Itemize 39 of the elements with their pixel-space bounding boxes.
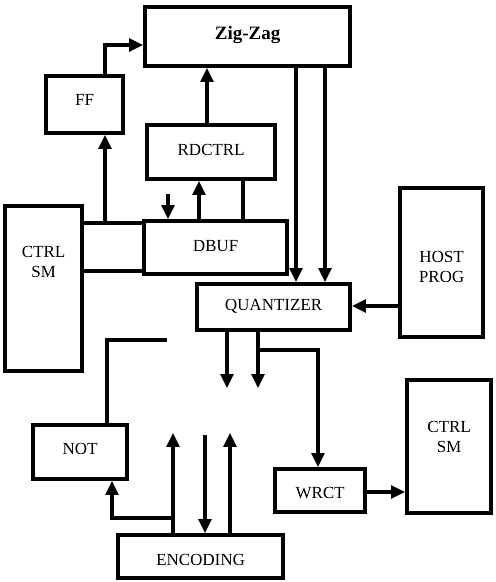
process-block bbox=[142, 219, 289, 276]
connector-line bbox=[84, 269, 142, 273]
process-block bbox=[398, 186, 485, 339]
block-label: CTRL SM bbox=[20, 242, 66, 282]
process-block bbox=[44, 74, 125, 135]
block-label: WRCT bbox=[295, 483, 345, 503]
process-block bbox=[116, 533, 285, 580]
connector-line bbox=[105, 338, 167, 423]
block-label: CTRL SM bbox=[426, 417, 472, 457]
block-label: DBUF bbox=[192, 236, 238, 256]
arrow bbox=[200, 68, 214, 123]
connector-line bbox=[241, 181, 245, 219]
block-label: NOT bbox=[62, 439, 98, 459]
block-label: QUANTIZER bbox=[224, 295, 322, 315]
process-block bbox=[195, 282, 352, 332]
connector-line bbox=[84, 221, 142, 225]
block-label: FF bbox=[75, 90, 94, 110]
block-label: HOST PROG bbox=[418, 247, 466, 287]
process-block bbox=[273, 467, 367, 514]
process-block bbox=[143, 5, 352, 68]
process-block bbox=[3, 204, 84, 373]
arrow bbox=[198, 435, 212, 533]
arrow bbox=[161, 194, 175, 219]
process-block bbox=[405, 378, 493, 515]
arrow bbox=[367, 485, 405, 499]
arrow bbox=[289, 68, 303, 282]
block-label: RDCTRL bbox=[177, 140, 245, 160]
arrow bbox=[103, 38, 143, 74]
arrow bbox=[105, 481, 175, 533]
arrow bbox=[223, 433, 237, 533]
block-label: ENCODING bbox=[156, 550, 245, 570]
arrow bbox=[256, 332, 325, 467]
process-block bbox=[31, 423, 129, 481]
arrow bbox=[352, 299, 398, 313]
arrow bbox=[192, 181, 206, 219]
arrow bbox=[220, 332, 234, 388]
arrow bbox=[318, 68, 332, 282]
process-block bbox=[145, 123, 277, 181]
block-label: Zig-Zag bbox=[214, 23, 280, 45]
